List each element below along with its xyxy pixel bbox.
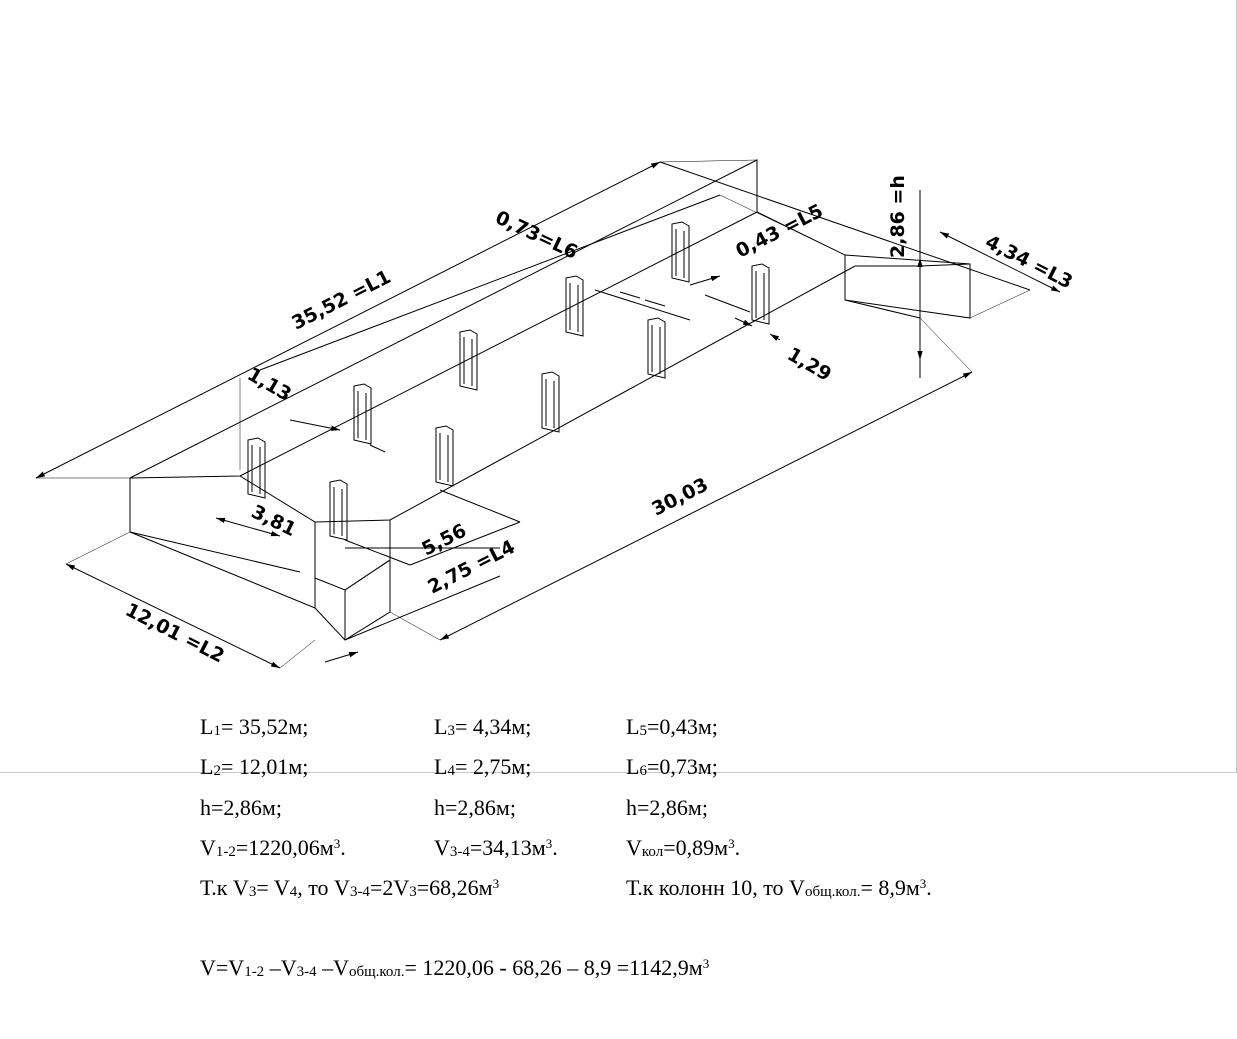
calc-L3: L3= 4,34м; — [434, 714, 532, 739]
calc-L1: L1= 35,52м; — [200, 714, 309, 739]
column-3 — [459, 329, 478, 391]
dimension-lines — [35, 159, 1061, 669]
calc-total-volume: V=V1-2 –V3-4 –Vобщ.кол.= 1220,06 - 68,26… — [200, 955, 710, 980]
calc-V34-double: Т.к V3= V4, то V3-4=2V3=68,26м3 — [200, 875, 500, 900]
column-8 — [541, 371, 560, 433]
isometric-drawing: 35,52 =L1 0,73=L6 0,43 =L5 2,86 =h 4,34 … — [35, 159, 1076, 669]
label-L3: 4,34 =L3 — [982, 231, 1076, 294]
calc-L5: L5=0,43м; — [626, 714, 718, 739]
calc-h-1: h=2,86м; — [200, 795, 282, 820]
label-1-29: 1,29 — [784, 343, 836, 385]
column-9 — [647, 317, 666, 379]
label-L1: 35,52 =L1 — [288, 266, 394, 335]
label-L5: 0,43 =L5 — [732, 200, 826, 263]
calc-L2: L2= 12,01м; — [200, 754, 309, 779]
calc-h-2: h=2,86м; — [434, 795, 516, 820]
calc-L4: L4= 2,75м; — [434, 754, 532, 779]
label-5-56: 5,56 — [418, 520, 470, 561]
calc-h-3: h=2,86м; — [626, 795, 708, 820]
column-7 — [435, 425, 454, 487]
label-3-81: 3,81 — [248, 501, 300, 541]
calc-V34: V3-4=34,13м3. — [434, 835, 558, 860]
column-4 — [565, 275, 584, 337]
calc-L6: L6=0,73м; — [626, 754, 718, 779]
label-L2: 12,01 =L2 — [122, 599, 228, 668]
column-5 — [671, 221, 690, 283]
label-1-13: 1,13 — [244, 363, 296, 405]
label-30-03: 30,03 — [648, 474, 712, 521]
calc-Vcol: Vкол=0,89м3. — [626, 835, 741, 860]
column-6 — [329, 479, 348, 541]
calc-V12: V1-2=1220,06м3. — [200, 835, 346, 860]
label-L6: 0,73=L6 — [492, 207, 581, 264]
column-10 — [751, 263, 770, 325]
calc-columns-total: Т.к колонн 10, то Vобщ.кол.= 8,9м3. — [626, 875, 932, 900]
label-h: 2,86 =h — [887, 175, 909, 258]
